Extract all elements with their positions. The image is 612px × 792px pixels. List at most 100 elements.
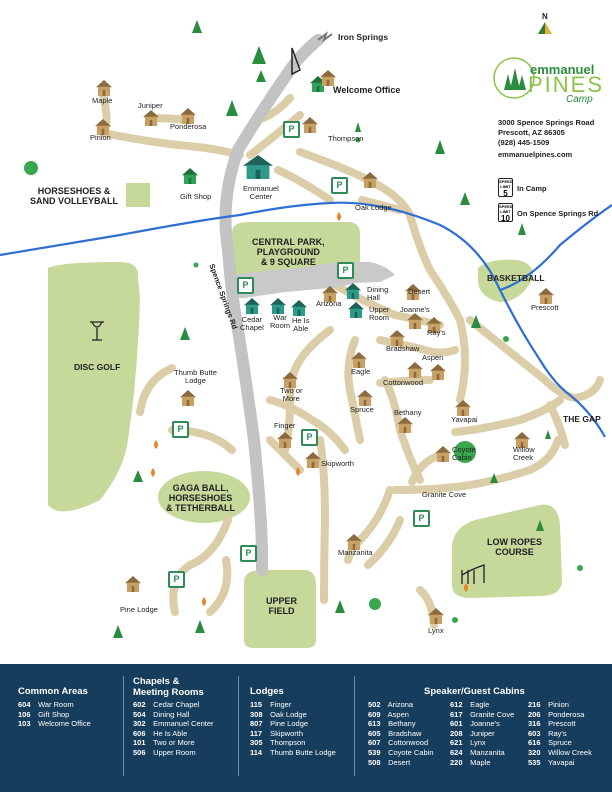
north-label: N [542,12,548,21]
legend-cabin-row: 607 Cottonwood [368,738,429,748]
legend-lodges-title: Lodges [250,686,284,697]
label-cedar-chapel: Cedar Chapel [240,315,264,332]
label-juniper: Juniper [138,101,163,110]
building-icon [435,446,451,462]
building-icon [345,283,361,299]
central-park-area [232,222,360,284]
legend-chapel-row: 101 Two or More [133,738,195,748]
legend-cabin-row: 208 Juniper [450,728,495,738]
building-icon [305,452,321,468]
label-pinion: Pinion [90,133,111,142]
legend-lodge-row: 117 Skipworth [250,728,304,738]
gaga-ball-area [158,471,250,523]
building-icon [180,108,196,124]
legend-cabin-row: 617 Granite Cove [450,709,515,719]
camp-map [0,20,612,648]
label-lynx: Lynx [428,626,444,635]
speed-limit-5-label: In Camp [517,184,547,193]
legend-cabin-row: 316 Prescott [528,719,576,729]
building-icon [320,70,336,86]
building-icon [389,330,405,346]
address-phone: (928) 445-1509 [498,138,550,147]
label-gift-shop: Gift Shop [180,192,212,201]
label-basketball: BASKETBALL [487,273,545,283]
building-icon [538,288,554,304]
parking-icon: P [337,262,354,279]
label-gaga-ball: GAGA BALL, HORSESHOES & TETHERBALL [166,483,235,513]
label-bethany: Bethany [394,408,422,417]
brand-line3: Camp [566,94,593,105]
north-arrow-icon [538,22,552,34]
building-icon [95,119,111,135]
parking-icon: P [168,571,185,588]
label-low-ropes: LOW ROPES COURSE [487,537,543,557]
label-thompson: Thompson [328,134,364,143]
building-icon [243,155,273,179]
building-icon [426,317,442,333]
label-granite-cove: Granite Cove [422,490,467,499]
building-icon [180,390,196,406]
building-icon [407,362,423,378]
legend-cabin-row: 508 Desert [368,757,411,767]
building-icon [143,110,159,126]
legend-cabin-row: 601 Joanne's [450,719,500,729]
building-icon [348,302,364,318]
building-icon [96,80,112,96]
label-joannes: Joanne's [400,305,430,314]
legend-chapel-row: 506 Upper Room [133,748,196,757]
label-bradshaw: Bradshaw [386,344,420,353]
legend-chapel-row: 302 Emmanuel Center [133,719,214,729]
label-disc-golf: DISC GOLF [74,362,121,372]
label-dining-hall: Dining Hall [367,285,389,302]
building-icon [397,417,413,433]
legend-lodge-row: 807 Pine Lodge [250,719,309,729]
label-the-gap: THE GAP [563,414,601,424]
label-pine-lodge: Pine Lodge [120,605,158,614]
building-icon [514,432,530,448]
legend-cabin-row: 603 Ray's [528,728,567,738]
legend-chapel-row: 606 He Is Able [133,728,188,738]
label-ponderosa: Ponderosa [170,122,207,131]
label-spruce: Spruce [350,405,374,414]
low-ropes-area [452,504,562,598]
legend-chapel-row: 504 Dining Hall [133,709,190,719]
building-icon [291,300,307,316]
label-upper-room: Upper Room [369,305,390,322]
label-manzanita: Manzanita [338,548,373,557]
building-icon [357,390,373,406]
building-icon [244,298,260,314]
building-icon [282,372,298,388]
legend-common-row: 604 War Room [18,700,74,709]
address-web: emmanuelpines.com [498,150,573,159]
speed-limit-10-label: On Spence Springs Rd [517,209,599,218]
label-upper-field: UPPER FIELD [266,596,298,616]
upper-field-area [244,570,316,648]
legend-lodge-row: 305 Thompson [250,738,306,748]
legend-cabin-row: 621 Lynx [450,738,486,748]
building-icon [351,352,367,368]
legend-lodge-row: 308 Oak Lodge [250,709,307,719]
building-icon [277,432,293,448]
label-skipworth: Skipworth [321,459,354,468]
horseshoes-area [126,183,150,207]
legend-cabin-row: 609 Aspen [368,709,409,719]
label-cottonwood: Cottonwood [383,378,424,387]
parking-icon: P [172,421,189,438]
label-two-or-more: Two or More [280,386,303,403]
label-emmanuel-center: Emmanuel Center [243,184,279,201]
building-icon [405,284,421,300]
legend-cabin-row: 539 Coyote Cabin [368,748,434,757]
spence-springs-road [219,34,324,576]
label-arizona: Arizona [316,299,342,308]
label-horseshoes-volleyball: HORSESHOES & SAND VOLLEYBALL [30,186,119,206]
parking-icon: P [331,177,348,194]
brand-line2: PINES [528,72,605,97]
building-icon [302,117,318,133]
legend-common-row: 106 Gift Shop [18,709,70,719]
legend-cabin-row: 216 Pinion [528,700,569,709]
legend-cabin-row: 320 Willow Creek [528,748,592,757]
building-icon [428,608,444,624]
